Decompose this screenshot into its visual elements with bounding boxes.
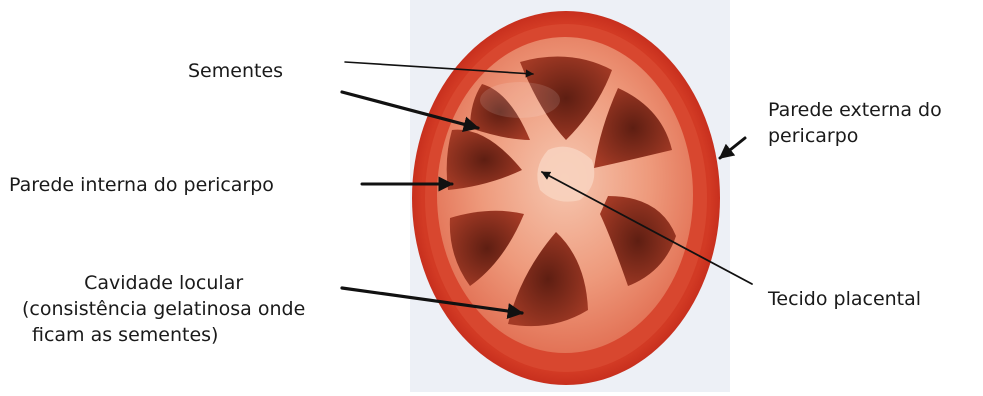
- label-parede-externa-line1: Parede externa do: [768, 99, 942, 121]
- label-parede-externa: Parede externa do pericarpo: [768, 97, 942, 149]
- label-sementes: Sementes: [188, 58, 283, 84]
- label-cavidade-line1: Cavidade locular: [22, 270, 305, 296]
- tomato-slice: [412, 11, 720, 385]
- label-parede-externa-line2: pericarpo: [768, 125, 858, 147]
- label-parede-interna: Parede interna do pericarpo: [9, 172, 274, 198]
- label-tecido-placental: Tecido placental: [768, 286, 921, 312]
- label-cavidade-locular: Cavidade locular (consistência gelatinos…: [22, 270, 305, 348]
- slice-gloss: [480, 82, 560, 118]
- label-cavidade-line3: ficam as sementes): [22, 322, 305, 348]
- label-cavidade-line2: (consistência gelatinosa onde: [22, 296, 305, 322]
